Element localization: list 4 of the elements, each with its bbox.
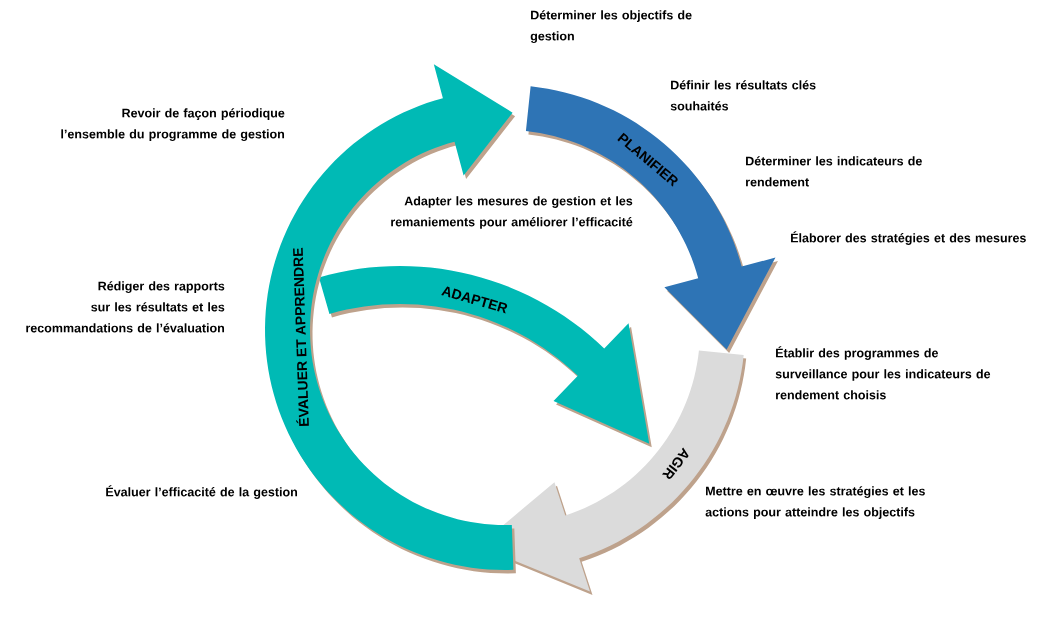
- annotation-text: Élaborer des stratégies et des mesures: [791, 231, 1026, 245]
- annotation-text: Établir des programmes de surveillance pour les indicateurs de rendement choisis: [775, 346, 991, 400]
- annotation-text: Déterminer les objectifs de gestion: [530, 10, 692, 43]
- annotation-text: Rédiger des rapports sur les résultats et les recommandations de l’évaluation: [26, 281, 225, 333]
